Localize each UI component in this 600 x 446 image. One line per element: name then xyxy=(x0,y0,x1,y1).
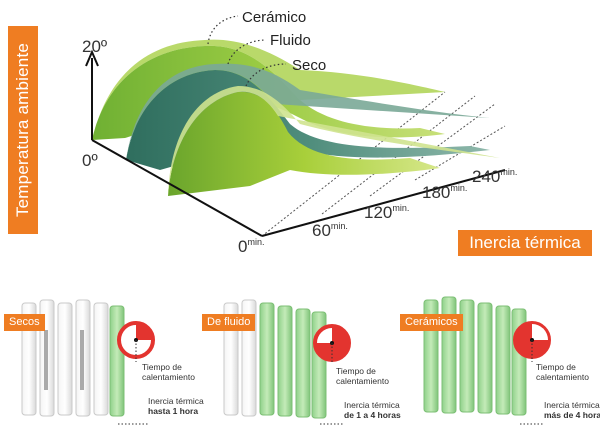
inertia-label-secos: Inercia térmica xyxy=(148,396,204,406)
y-axis-arrow xyxy=(85,49,99,67)
label-ceramico: Cerámico xyxy=(242,9,306,26)
x-axis-line xyxy=(261,169,506,237)
y-tick-20: 20º xyxy=(82,37,107,56)
x-axis-label: Inercia térmica xyxy=(458,230,592,256)
tag-ceramicos: Cerámicos xyxy=(400,314,463,331)
inertia-label-fluido: Inercia térmica xyxy=(344,400,400,410)
radiator-fluido xyxy=(223,299,327,419)
x-tick-180: 180min. xyxy=(422,183,467,202)
axes xyxy=(85,49,506,237)
inertia-value-secos: hasta 1 hora xyxy=(148,406,198,416)
x-tick-120: 120min. xyxy=(364,203,409,222)
tag-secos: Secos xyxy=(4,314,45,331)
inertia-value-fluido: de 1 a 4 horas xyxy=(344,410,401,420)
label-seco: Seco xyxy=(292,57,326,74)
inertia-label-ceramicos: Inercia térmica xyxy=(544,400,600,410)
curve-labels: Cerámico Fluido Seco xyxy=(207,9,326,87)
leader-ceramico xyxy=(207,15,239,45)
x-tick-240: 240min. xyxy=(472,167,517,186)
y-axis-label-box: Temperatura ambiente xyxy=(8,26,38,234)
x-tick-60: 60min. xyxy=(312,221,348,240)
y-axis-label: Temperatura ambiente xyxy=(13,42,32,218)
depth-axis-line xyxy=(91,139,263,237)
tag-fluido: De fluido xyxy=(202,314,256,331)
label-fluido: Fluido xyxy=(270,32,311,49)
radiator-secos xyxy=(21,299,125,417)
y-tick-0: 0º xyxy=(82,151,98,170)
curve-seco xyxy=(168,86,500,196)
inertia-value-ceramicos: más de 4 horas xyxy=(544,410,600,420)
x-tick-0: 0min. xyxy=(238,237,264,256)
x-ticks: 0min. 60min. 120min. 180min. 240min. xyxy=(238,167,517,256)
